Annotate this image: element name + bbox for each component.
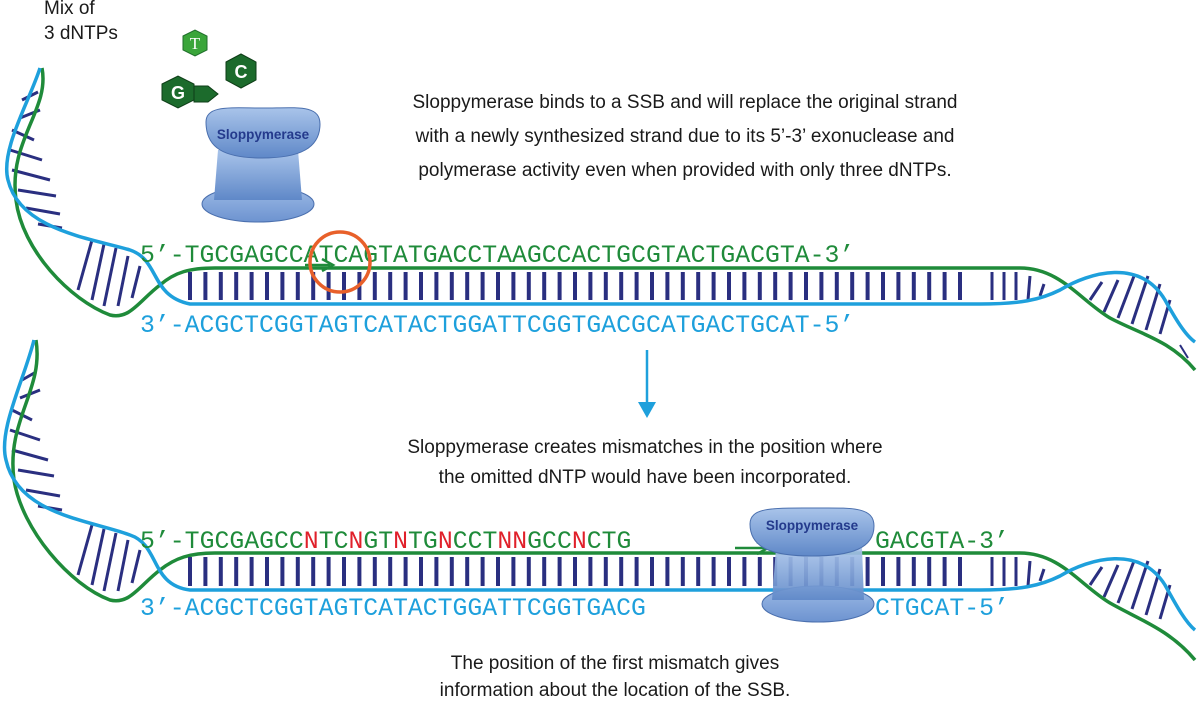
top-helix-center-rungs xyxy=(188,272,962,300)
base-pair-rung xyxy=(90,528,106,586)
top-green-backbone xyxy=(13,67,1197,372)
middle-caption-line1: Sloppymerase creates mismatches in the p… xyxy=(407,437,883,458)
base-pair-rung xyxy=(11,448,49,462)
base-pair-rung xyxy=(1088,566,1104,586)
nucleotide-t-icon: T xyxy=(182,29,208,57)
mismatch-strand-end: GACGTA-3’ xyxy=(875,528,1009,556)
bottom-helix-left-rungs xyxy=(9,370,142,592)
top-sequence-group: 5’-TGCGAGCCATCAGTATGACCTAAGCCACTGCGTACTG… xyxy=(140,230,854,340)
base-pair-rung xyxy=(1130,560,1150,610)
bottom-sequence-group: 5’-TGCGAGCCNTCNGTNTGNCCTNNGCCNCTG GACGTA… xyxy=(140,528,1009,623)
base-pair-rung xyxy=(25,206,61,216)
base-pair-rung xyxy=(25,488,61,498)
base-pair-rung xyxy=(90,243,106,301)
top-blue-backbone xyxy=(5,67,1197,344)
footer-caption-line1: The position of the first mismatch gives xyxy=(450,653,780,674)
mismatch-base: N xyxy=(348,528,363,556)
base-pair-rung xyxy=(9,148,43,162)
footer-caption: The position of the first mismatch gives… xyxy=(350,650,880,704)
mismatch-base: N xyxy=(393,528,408,556)
base-pair-rung xyxy=(116,255,130,307)
base-pair-rung xyxy=(76,239,94,291)
base-pair-rung xyxy=(116,539,130,592)
mismatch-base: N xyxy=(304,528,319,556)
svg-text:T: T xyxy=(190,34,201,53)
middle-caption-line2: the omitted dNTP would have been incorpo… xyxy=(438,467,852,488)
bottom-helix-right-rungs xyxy=(990,557,1172,620)
base-pair-rung xyxy=(9,428,41,442)
base-pair-rung xyxy=(1179,344,1189,359)
mix-label-line2: 3 dNTPs xyxy=(44,23,118,44)
base-pair-rung xyxy=(1102,279,1120,313)
base-pair-rung xyxy=(102,532,118,592)
base-pair-rung xyxy=(130,265,142,299)
top-helix-right-rungs xyxy=(990,272,1189,359)
base-pair-rung xyxy=(1038,283,1046,297)
base-pair-rung xyxy=(1130,275,1150,325)
bottom-blue-backbone xyxy=(2,339,1197,632)
base-pair-rung xyxy=(1116,560,1136,604)
sloppymerase-enzyme-bottom: Sloppymerase xyxy=(749,507,875,623)
sloppymerase-enzyme-top: Sloppymerase xyxy=(201,107,321,223)
mismatch-base: N xyxy=(438,528,453,556)
synthesis-arrowhead xyxy=(321,257,336,273)
base-pair-rung xyxy=(130,549,142,584)
top-dna-helix xyxy=(5,67,1197,372)
enzyme-label-bottom: Sloppymerase xyxy=(766,518,859,533)
template-strand-end: CTGCAT-5’ xyxy=(875,595,1009,623)
mismatch-base: N xyxy=(572,528,587,556)
middle-caption: Sloppymerase creates mismatches in the p… xyxy=(330,433,960,493)
nucleotide-c-icon: C xyxy=(225,53,257,89)
footer-caption-line2: information about the location of the SS… xyxy=(439,680,791,701)
bottom-dna-helix xyxy=(2,339,1197,662)
base-pair-rung xyxy=(1026,560,1032,587)
base-pair-rung xyxy=(76,524,94,576)
base-pair-rung xyxy=(17,468,55,478)
down-arrow xyxy=(638,350,656,418)
base-pair-rung xyxy=(1102,564,1120,598)
base-pair-rung xyxy=(1026,275,1032,301)
top-caption-line1: Sloppymerase binds to a SSB and will rep… xyxy=(412,92,958,113)
mismatch-strand-sequence: 5’-TGCGAGCCNTCNGTNTGNCCTNNGCCNCTG xyxy=(140,528,631,556)
highlight-circle xyxy=(308,230,372,294)
enzyme-label-top: Sloppymerase xyxy=(217,127,310,142)
base-pair-rung xyxy=(102,247,118,307)
top-caption: Sloppymerase binds to a SSB and will rep… xyxy=(330,86,1040,188)
base-pair-rung xyxy=(1116,275,1136,319)
bottom-green-backbone xyxy=(11,339,1197,662)
template-strand-sequence: 3’-ACGCTCGGTAGTCATACTGGATTCGGTGACG xyxy=(140,595,646,623)
base-pair-rung xyxy=(17,188,57,198)
mix-label: Mix of 3 dNTPs xyxy=(44,0,118,46)
mismatch-base: N xyxy=(512,528,527,556)
top-caption-line2: with a newly synthesized strand due to i… xyxy=(415,126,955,147)
base-pair-rung xyxy=(1038,568,1046,582)
mix-label-line1: Mix of xyxy=(44,0,95,19)
top-strand-sequence: 5’-TGCGAGCCATCAGTATGACCTAAGCCACTGCGTACTG… xyxy=(140,242,854,270)
svg-text:C: C xyxy=(235,62,248,82)
mismatch-base: N xyxy=(497,528,512,556)
bottom-strand-sequence: 3’-ACGCTCGGTAGTCATACTGGATTCGGTGACGCATGAC… xyxy=(140,312,854,340)
svg-text:G: G xyxy=(171,83,185,103)
nucleotide-g-icon: G xyxy=(161,75,219,109)
top-caption-line3: polymerase activity even when provided w… xyxy=(418,160,952,181)
base-pair-rung xyxy=(1088,281,1104,301)
base-pair-rung xyxy=(11,168,51,182)
